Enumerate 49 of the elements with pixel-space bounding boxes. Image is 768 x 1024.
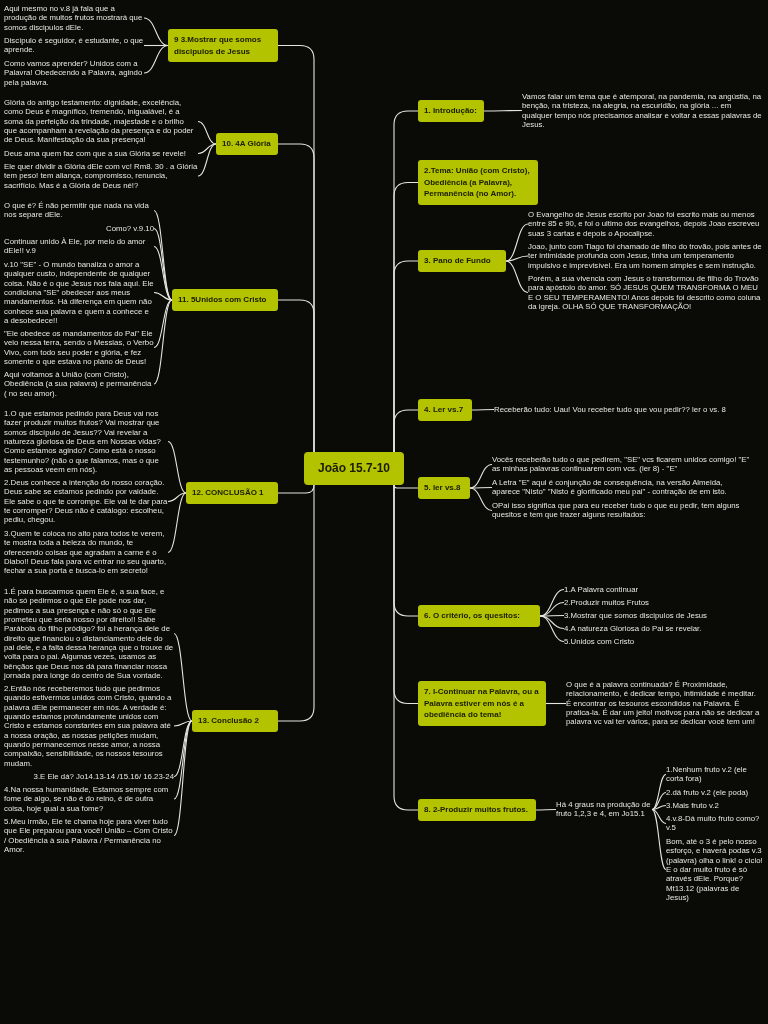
branch-line bbox=[505, 260, 529, 294]
branch-line bbox=[651, 804, 667, 811]
branch-line bbox=[469, 486, 493, 489]
topic-box: 7. I-Continuar na Palavra, ou a Palavra estiver em nós é a obediência do tema! bbox=[418, 681, 546, 726]
branch-line bbox=[277, 484, 315, 722]
branch-line bbox=[143, 44, 169, 74]
branch-line bbox=[505, 223, 529, 262]
branch-line bbox=[167, 492, 187, 554]
topic-box: 4. Ler vs.7 bbox=[418, 399, 472, 421]
branch-line bbox=[173, 720, 193, 837]
topic-box: 9 3.Mostrar que somos discipulos de Jesus bbox=[168, 29, 278, 62]
topic-box: 5. ler vs.8 bbox=[418, 477, 470, 499]
branch-line bbox=[505, 255, 529, 262]
branch-line bbox=[153, 227, 173, 301]
topic-box: 8. 2-Produzir muitos frutos. bbox=[418, 799, 536, 821]
branch-line bbox=[197, 120, 217, 145]
topic-box: 13. Conclusão 2 bbox=[192, 710, 278, 732]
branch-line bbox=[153, 299, 173, 385]
topic-box: 11. 5Unidos com Cristo bbox=[172, 289, 278, 311]
topic-box: 1. Introdução: bbox=[418, 100, 484, 122]
branch-line bbox=[535, 808, 557, 811]
branch-line bbox=[651, 791, 667, 811]
branch-line bbox=[651, 808, 667, 871]
branch-line bbox=[393, 484, 419, 489]
branch-line bbox=[469, 487, 493, 512]
branch-line bbox=[545, 702, 567, 705]
central-topic-box: João 15.7-10 bbox=[304, 452, 404, 485]
branch-line bbox=[393, 484, 419, 811]
branch-line bbox=[197, 143, 217, 177]
branch-line bbox=[143, 17, 169, 47]
branch-line bbox=[393, 409, 419, 453]
branch-line bbox=[277, 299, 315, 453]
branch-line bbox=[539, 615, 565, 643]
topic-box: 2.Tema: União (com Cristo), Obediência (a Palavra), Permanência (no Amor). bbox=[418, 160, 538, 205]
branch-line bbox=[471, 408, 495, 411]
topic-box: 3. Pano de Fundo bbox=[418, 250, 506, 272]
topic-box: 6. O critério, os quesitos: bbox=[418, 605, 540, 627]
branch-line bbox=[153, 299, 173, 349]
branch-line bbox=[167, 440, 187, 494]
topic-box: 12. CONCLUSÃO 1 bbox=[186, 482, 278, 504]
branch-line bbox=[167, 492, 187, 503]
branch-line bbox=[483, 109, 523, 112]
branch-line bbox=[651, 808, 667, 825]
branch-line bbox=[173, 632, 193, 722]
topic-box: 10. 4A Glória bbox=[216, 133, 278, 155]
branch-line bbox=[153, 245, 173, 301]
branch-line bbox=[153, 291, 173, 301]
branch-line bbox=[173, 720, 193, 727]
branch-line bbox=[173, 720, 193, 800]
